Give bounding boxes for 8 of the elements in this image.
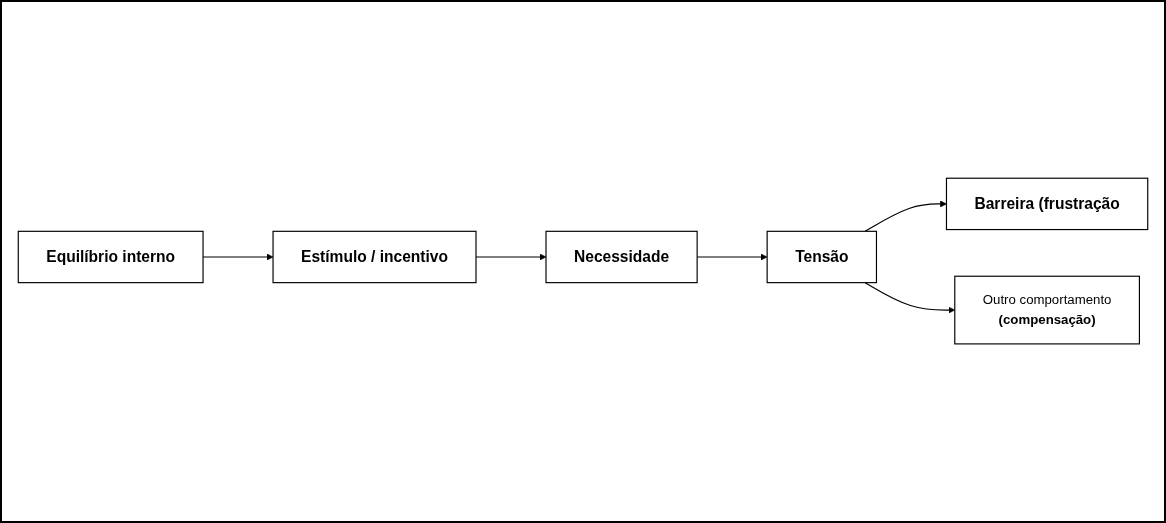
node-box bbox=[272, 231, 477, 284]
node-box bbox=[766, 231, 878, 284]
node-box bbox=[17, 231, 204, 284]
arrow bbox=[864, 200, 947, 233]
node-box bbox=[954, 276, 1140, 345]
node-box bbox=[545, 231, 698, 284]
node-box bbox=[945, 178, 1149, 231]
flowchart: Equilíbrio interno Estímulo / incentivo Necessidade Tensão Barreira (frustração Outro comportamento (compensação) bbox=[12, 172, 1154, 351]
